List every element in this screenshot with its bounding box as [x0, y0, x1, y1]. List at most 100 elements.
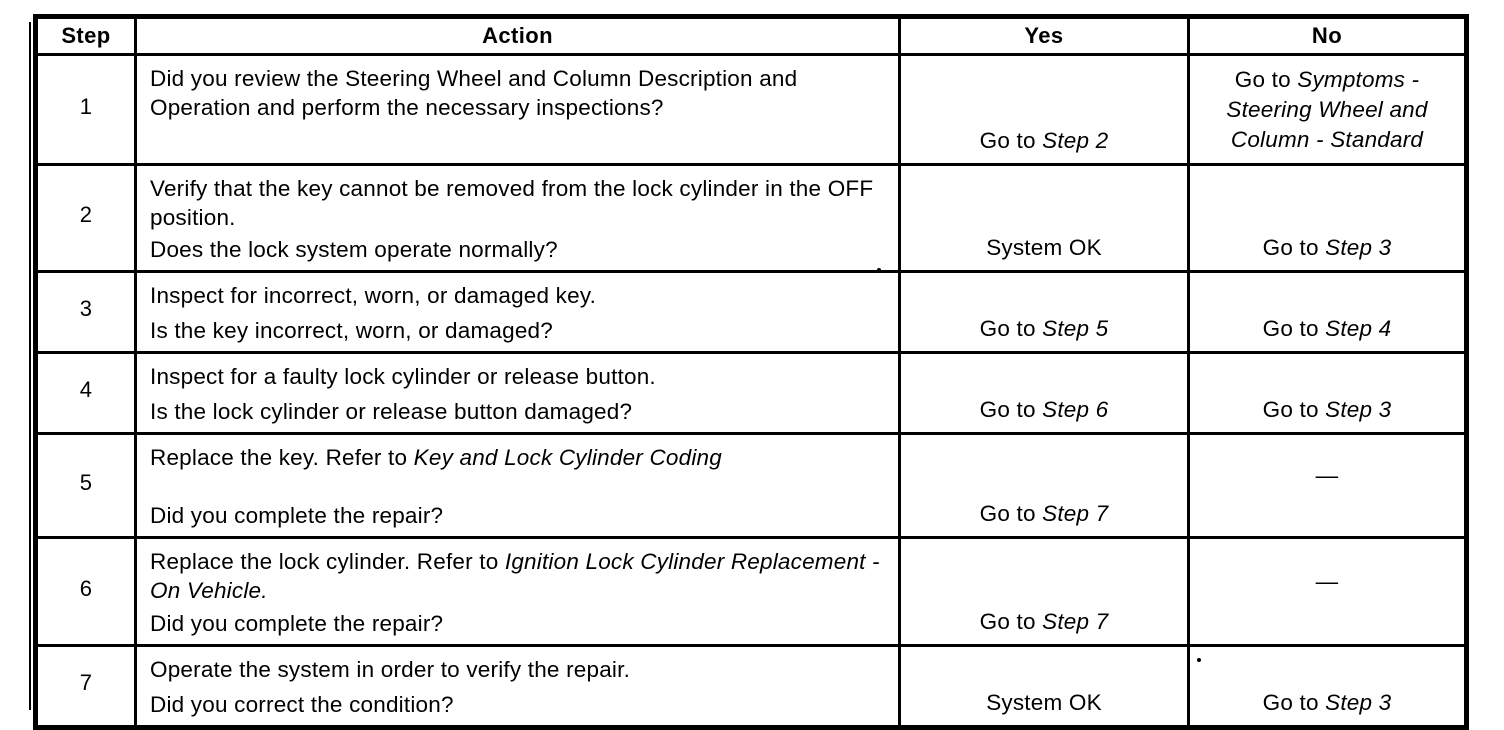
no-cell: Go to Step 4 — [1187, 270, 1468, 354]
no-cell: Go to Symptoms - Steering Wheel and Colu… — [1187, 53, 1468, 166]
table-header-row: Step Action Yes No — [34, 15, 1468, 56]
text-segment: Did you correct the condition? — [150, 692, 454, 717]
action-paragraph: Did you complete the repair? — [150, 609, 886, 638]
step-number-cell: 6 — [34, 536, 137, 647]
text-segment: Did you complete the repair? — [150, 503, 444, 528]
no-cell: Go to Step 3 — [1187, 351, 1468, 435]
yes-cell: Go to Step 7 — [898, 536, 1190, 647]
text-segment: Did you complete the repair? — [150, 611, 444, 636]
step-number-cell: 5 — [34, 432, 137, 539]
col-header-step: Step — [34, 15, 137, 56]
table-row: 7 Operate the system in order to verify t… — [34, 644, 1468, 729]
text-segment: Go to — [979, 397, 1043, 422]
table-row: 4 Inspect for a faulty lock cylinder or r… — [34, 351, 1468, 435]
step-number-cell: 2 — [34, 163, 137, 273]
italic-reference-text: Key and Lock Cylinder Coding — [413, 445, 722, 470]
action-paragraph: Is the lock cylinder or release button d… — [150, 397, 886, 426]
action-paragraph: Operate the system in order to verify th… — [150, 655, 886, 684]
action-text: Replace the lock cylinder. Refer to Igni… — [150, 547, 886, 638]
scan-artifact-line — [29, 22, 31, 710]
action-cell: Replace the lock cylinder. Refer to Igni… — [134, 536, 901, 647]
action-cell: Operate the system in order to verify th… — [134, 644, 901, 729]
no-cell: Go to Step 3 — [1187, 163, 1468, 273]
table-row: 5 Replace the key. Refer to Key and Lock … — [34, 432, 1468, 539]
no-cell: Go to Step 3 — [1187, 644, 1468, 729]
table-row: 3 Inspect for incorrect, worn, or damaged… — [34, 270, 1468, 354]
text-segment: Inspect for a faulty lock cylinder or re… — [150, 364, 656, 389]
text-segment: Operate the system in order to verify th… — [150, 657, 631, 682]
action-text: Operate the system in order to verify th… — [150, 655, 886, 719]
text-segment: Verify that the key cannot be removed fr… — [150, 176, 874, 230]
action-text: Inspect for a faulty lock cylinder or re… — [150, 362, 886, 426]
text-segment: Replace the key. Refer to — [150, 445, 414, 470]
text-segment: Does the lock system operate normally? — [150, 237, 558, 262]
italic-reference-text: Step 3 — [1325, 690, 1392, 715]
action-cell: Did you review the Steering Wheel and Co… — [134, 53, 901, 166]
italic-reference-text: Step 5 — [1042, 316, 1109, 341]
action-paragraph: Replace the lock cylinder. Refer to Igni… — [150, 547, 886, 605]
text-segment: — — [1315, 463, 1339, 488]
action-paragraph: Inspect for incorrect, worn, or damaged … — [150, 281, 886, 310]
italic-reference-text: Step 2 — [1042, 128, 1109, 153]
italic-reference-text: Step 3 — [1325, 235, 1392, 260]
italic-reference-text: Step 6 — [1042, 397, 1109, 422]
text-segment: Go to — [1234, 67, 1298, 92]
action-paragraph: Did you review the Steering Wheel and Co… — [150, 64, 886, 122]
action-cell: Inspect for incorrect, worn, or damaged … — [134, 270, 901, 354]
text-segment: Go to — [1262, 397, 1326, 422]
action-text: Replace the key. Refer to Key and Lock C… — [150, 443, 886, 530]
action-paragraph: Did you complete the repair? — [150, 501, 886, 530]
col-header-action: Action — [134, 15, 901, 56]
no-cell: — — [1187, 536, 1468, 647]
text-segment: Go to — [1262, 690, 1326, 715]
text-segment: Is the lock cylinder or release button d… — [150, 399, 633, 424]
action-paragraph: Verify that the key cannot be removed fr… — [150, 174, 886, 232]
action-paragraph: Does the lock system operate normally? — [150, 235, 886, 264]
text-segment: Go to — [1262, 235, 1326, 260]
step-number-cell: 4 — [34, 351, 137, 435]
yes-cell: System OK — [898, 644, 1190, 729]
text-segment: System OK — [986, 235, 1102, 260]
action-text: Verify that the key cannot be removed fr… — [150, 174, 886, 264]
yes-cell: Go to Step 6 — [898, 351, 1190, 435]
italic-reference-text: Step 7 — [1042, 609, 1109, 634]
text-segment: Inspect for incorrect, worn, or damaged … — [150, 283, 597, 308]
italic-reference-text: Symptoms - Steering Wheel and Column - S… — [1226, 67, 1428, 152]
col-header-yes: Yes — [898, 15, 1190, 56]
yes-cell: Go to Step 2 — [898, 53, 1190, 166]
text-segment: Go to — [979, 316, 1043, 341]
action-cell: Verify that the key cannot be removed fr… — [134, 163, 901, 273]
text-segment: Did you review the Steering Wheel and Co… — [150, 66, 798, 120]
yes-cell: System OK — [898, 163, 1190, 273]
yes-cell: Go to Step 5 — [898, 270, 1190, 354]
italic-reference-text: Step 3 — [1325, 397, 1392, 422]
action-paragraph: Replace the key. Refer to Key and Lock C… — [150, 443, 886, 472]
text-segment: Is the key incorrect, worn, or damaged? — [150, 318, 553, 343]
italic-reference-text: Ignition Lock Cylinder Replacement - On … — [150, 549, 880, 603]
col-header-no: No — [1187, 15, 1468, 56]
text-segment: Go to — [1262, 316, 1326, 341]
action-cell: Inspect for a faulty lock cylinder or re… — [134, 351, 901, 435]
action-paragraph: Is the key incorrect, worn, or damaged? — [150, 316, 886, 345]
text-segment: Go to — [979, 128, 1043, 153]
step-number-cell: 3 — [34, 270, 137, 354]
step-number-cell: 1 — [34, 53, 137, 166]
text-segment: System OK — [986, 690, 1102, 715]
text-segment: — — [1315, 569, 1339, 594]
text-segment: Go to — [979, 501, 1043, 526]
italic-reference-text: Step 7 — [1042, 501, 1109, 526]
action-text: Did you review the Steering Wheel and Co… — [150, 64, 886, 154]
step-number-cell: 7 — [34, 644, 137, 729]
yes-cell: Go to Step 7 — [898, 432, 1190, 539]
text-segment: Replace the lock cylinder. Refer to — [150, 549, 505, 574]
action-paragraph: Inspect for a faulty lock cylinder or re… — [150, 362, 886, 391]
action-paragraph: Did you correct the condition? — [150, 690, 886, 719]
action-text: Inspect for incorrect, worn, or damaged … — [150, 281, 886, 345]
text-segment: Go to — [979, 609, 1043, 634]
